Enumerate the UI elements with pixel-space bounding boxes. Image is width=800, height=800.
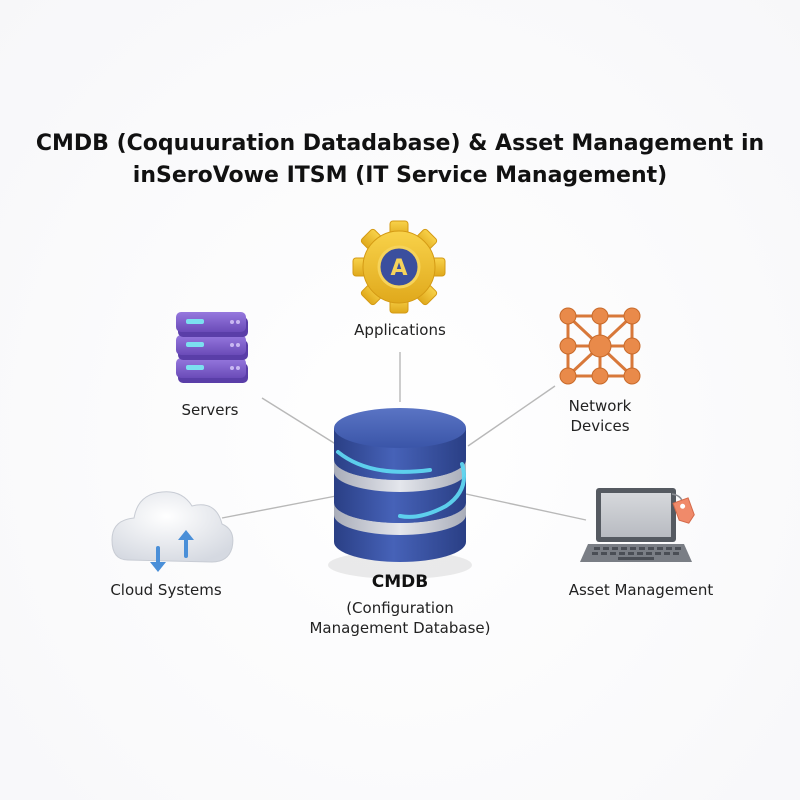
network-mesh-icon	[559, 307, 641, 385]
cmdb-subtitle: (Configuration Management Database)	[280, 598, 520, 638]
network-devices-label-line-2: Devices	[570, 417, 630, 435]
connector-cloud	[221, 495, 337, 519]
asset-management-label: Asset Management	[568, 581, 714, 599]
connector-network	[467, 385, 556, 447]
connector-lines	[221, 352, 587, 521]
servers-label: Servers	[181, 401, 239, 419]
connector-servers	[261, 397, 343, 449]
laptop-tag-icon	[580, 488, 695, 562]
server-stack-icon	[176, 312, 248, 383]
page-title: CMDB (Coquuuration Datadabase) & Asset M…	[0, 128, 800, 192]
database-icon	[328, 408, 472, 579]
cloud-sync-icon	[111, 491, 234, 572]
page-title-line-2: inSeroVowe ITSM (IT Service Management)	[132, 163, 668, 188]
gear-badge-letter: A	[390, 256, 407, 281]
cmdb-title: CMDB	[371, 572, 429, 592]
connector-asset	[465, 493, 587, 521]
applications-label: Applications	[354, 321, 446, 339]
page-title-line-1: CMDB (Coquuuration Datadabase) & Asset M…	[35, 131, 765, 156]
gear-icon: A	[352, 220, 446, 314]
cmdb-subtitle-line-2: Management Database)	[309, 619, 491, 637]
cmdb-subtitle-line-1: (Configuration	[346, 599, 454, 617]
network-devices-label-line-1: Network	[568, 397, 632, 415]
cloud-systems-label: Cloud Systems	[110, 581, 222, 599]
network-devices-label: Network Devices	[540, 396, 660, 436]
